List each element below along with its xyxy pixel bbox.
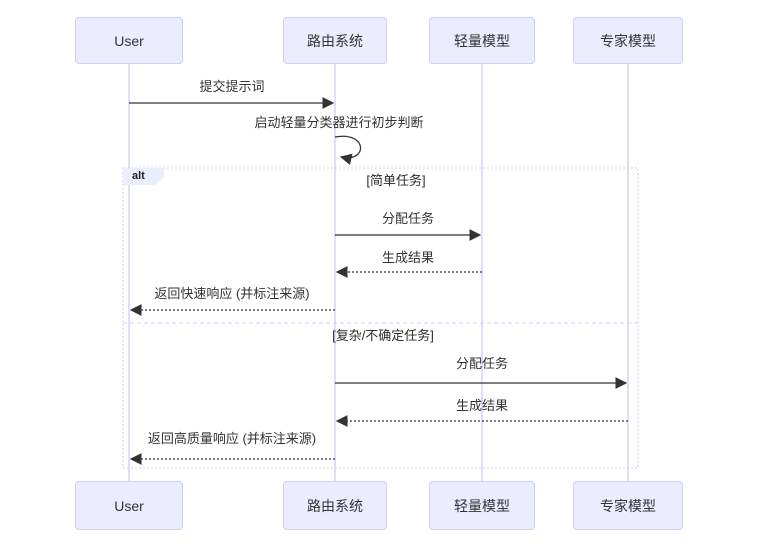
message-label-quality-response: 返回高质量响应 (并标注来源) bbox=[147, 431, 317, 446]
message-label-result-expert: 生成结果 bbox=[455, 398, 509, 413]
participant-box-router-bottom: 路由系统 bbox=[283, 481, 387, 530]
message-label-submit-prompt: 提交提示词 bbox=[199, 79, 265, 94]
message-label-fast-response: 返回快速响应 (并标注来源) bbox=[154, 286, 310, 301]
participant-box-expert-model-top: 专家模型 bbox=[573, 17, 683, 64]
participant-box-light-model-top: 轻量模型 bbox=[429, 17, 535, 64]
message-label-assign-task-expert: 分配任务 bbox=[455, 356, 509, 371]
participant-box-user-bottom: User bbox=[75, 481, 183, 530]
message-label-result-light: 生成结果 bbox=[381, 250, 435, 265]
message-label-assign-task-light: 分配任务 bbox=[381, 211, 435, 226]
participant-box-user-top: User bbox=[75, 17, 183, 64]
arrow-self-classify-loop bbox=[334, 135, 362, 165]
participant-box-expert-model-bottom: 专家模型 bbox=[573, 481, 683, 530]
condition-label-simple-task: [简单任务] bbox=[366, 173, 426, 188]
message-label-self-classify: 启动轻量分类器进行初步判断 bbox=[254, 115, 424, 130]
condition-label-complex-task: [复杂/不确定任务] bbox=[332, 328, 434, 343]
alt-frame bbox=[122, 167, 639, 469]
alt-keyword-tab: alt bbox=[123, 168, 164, 185]
participant-box-router-top: 路由系统 bbox=[283, 17, 387, 64]
participant-box-light-model-bottom: 轻量模型 bbox=[429, 481, 535, 530]
